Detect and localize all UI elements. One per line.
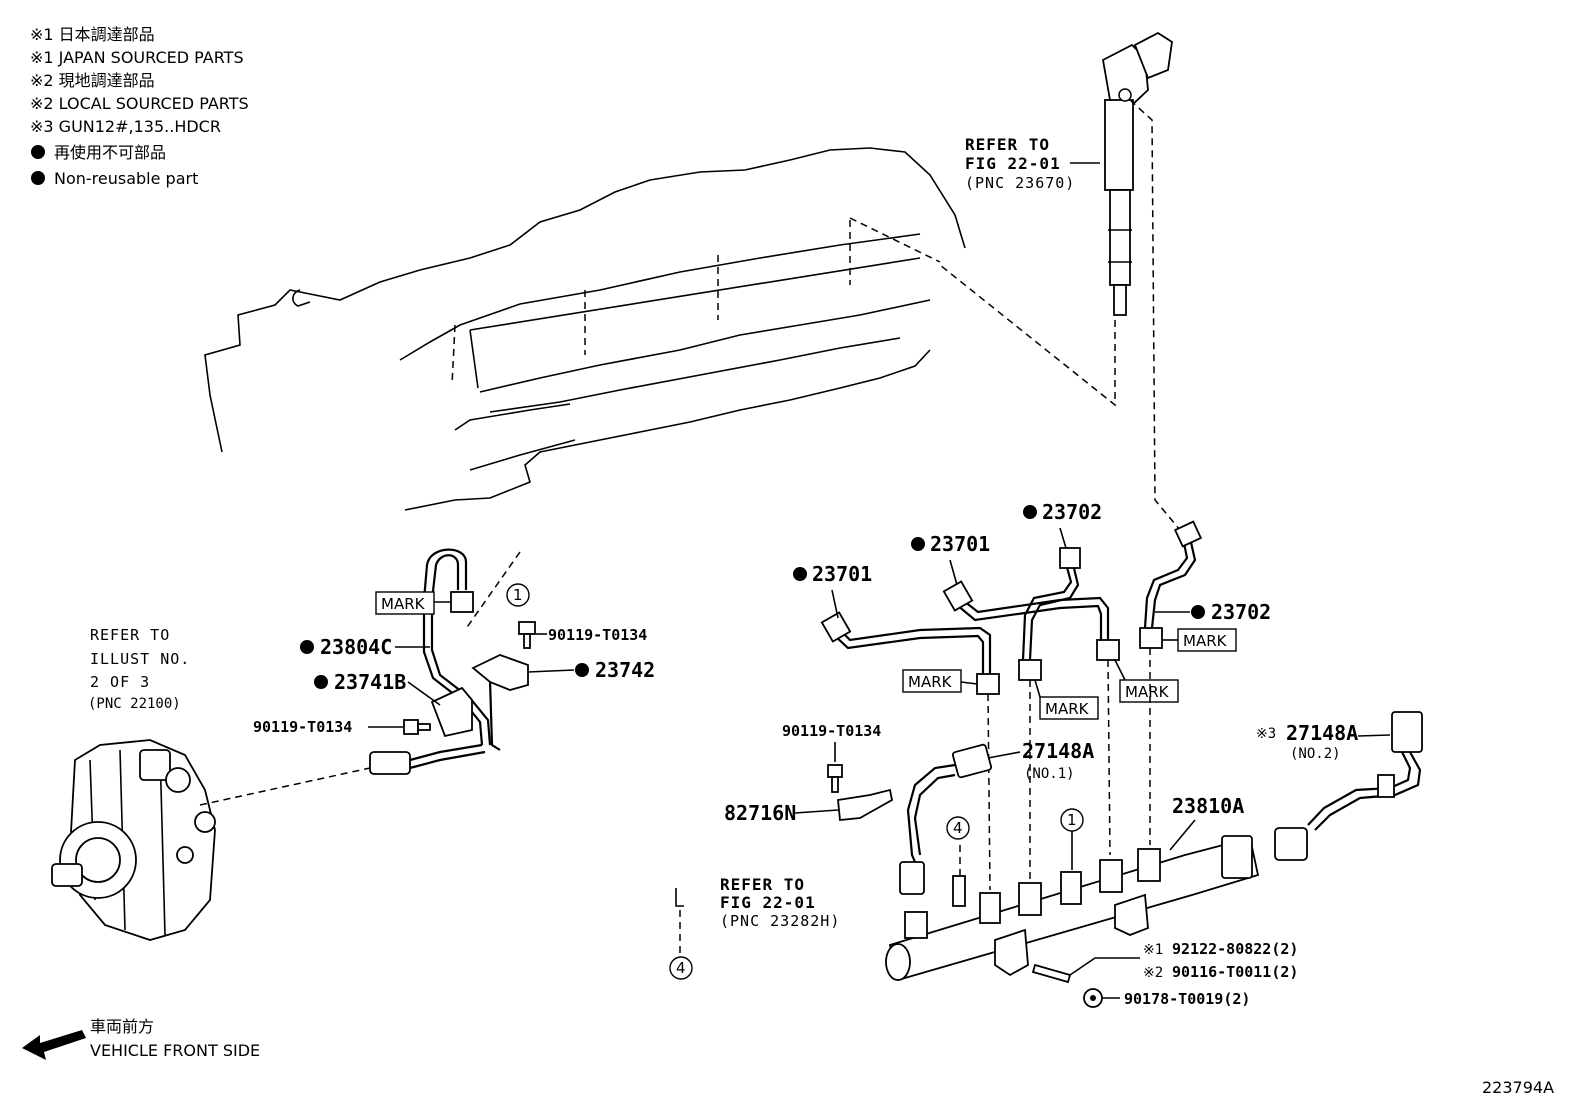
non-reusable-bullet-icon	[1191, 605, 1205, 619]
part-prefix-27148A-no2: ※3	[1256, 726, 1276, 742]
part-label-90116-T0011: 90116-T0011(2)	[1172, 963, 1298, 981]
pump-ref-line-4: (PNC 22100)	[88, 696, 181, 712]
legend-line-2: ※1 JAPAN SOURCED PARTS	[30, 48, 244, 67]
part-label-90119-T0134-b: 90119-T0134	[253, 718, 352, 736]
mark-box-2: MARK	[1034, 679, 1099, 720]
supply-pump	[51, 739, 216, 941]
part-sub-27148A-no1: (NO.1)	[1024, 766, 1075, 782]
legend-line-7: Non-reusable part	[54, 169, 198, 188]
front-label-en: VEHICLE FRONT SIDE	[90, 1041, 260, 1060]
injection-pipes	[820, 520, 1203, 695]
non-reusable-bullet-icon	[1023, 505, 1037, 519]
non-reusable-bullet-icon	[575, 663, 589, 677]
mark-box-4: MARK	[1162, 628, 1237, 652]
legend-line-6: 再使用不可部品	[54, 143, 166, 162]
mark-box-3: MARK	[1114, 659, 1179, 703]
non-reusable-bullet-icon	[793, 567, 807, 581]
part-label-90178-T0019: 90178-T0019(2)	[1124, 990, 1250, 1008]
bullet-icon	[31, 171, 45, 185]
mark-box-1: MARK	[902, 669, 978, 693]
part-label-23702-a: 23702	[1042, 500, 1102, 524]
pump-ref-line-2: ILLUST NO.	[90, 650, 190, 668]
legend: ※1 日本調達部品 ※1 JAPAN SOURCED PARTS ※2 現地調達…	[30, 25, 249, 188]
bracket-23742	[471, 654, 529, 691]
non-reusable-bullet-icon	[300, 640, 314, 654]
injector-ref-line-1: REFER TO	[965, 135, 1050, 154]
circle-ref-1-b: 1	[1060, 808, 1084, 870]
part-label-23701-b: 23701	[930, 532, 990, 556]
front-arrow-icon	[22, 1030, 86, 1060]
leader-stud	[1069, 957, 1140, 976]
common-rail-23810A	[885, 835, 1260, 982]
part-sub-27148A-no2: (NO.2)	[1290, 746, 1341, 762]
pipe-dashed-leader	[464, 551, 521, 631]
legend-line-1: ※1 日本調達部品	[30, 25, 155, 44]
nut	[1083, 988, 1103, 1008]
part-label-23810A: 23810A	[1172, 794, 1244, 818]
pipe-23804C	[369, 548, 501, 775]
mark-label: MARK	[1125, 683, 1170, 701]
pump-ref-line-1: REFER TO	[90, 626, 170, 644]
plug-ref-line-3: (PNC 23282H)	[720, 912, 840, 930]
part-label-90119-T0134-a: 90119-T0134	[548, 626, 647, 644]
mark-label: MARK	[1183, 632, 1228, 650]
bullet-icon	[31, 145, 45, 159]
part-label-23741B: 23741B	[334, 670, 406, 694]
plug-ref-line-2: FIG 22-01	[720, 893, 816, 912]
stud-bolt	[1031, 963, 1072, 984]
circle-ref-1-left: 1	[506, 583, 530, 607]
injector-return-dashed-leader	[1129, 99, 1181, 531]
bolt-90119-T0134-b	[403, 719, 431, 735]
legend-line-3: ※2 現地調達部品	[30, 71, 155, 90]
pump-refer-note: REFER TO ILLUST NO. 2 OF 3 (PNC 22100)	[88, 626, 190, 712]
part-label-23804C: 23804C	[320, 635, 392, 659]
vehicle-front-indicator: 車両前方 VEHICLE FRONT SIDE	[22, 1017, 260, 1060]
bolt-90119-T0134-c	[827, 764, 843, 793]
clamp-23741B	[430, 686, 473, 738]
pump-outlet-dashed-leader	[199, 767, 371, 806]
pump-ref-line-3: 2 OF 3	[90, 673, 150, 691]
legend-line-4: ※2 LOCAL SOURCED PARTS	[30, 94, 249, 113]
sensor-wire-no2	[1274, 711, 1423, 861]
injector-ref-line-2: FIG 22-01	[965, 154, 1061, 173]
circle-ref-label: 4	[953, 819, 963, 837]
circle-ref-label: 4	[676, 959, 686, 977]
part-label-92122-80822: 92122-80822(2)	[1172, 940, 1298, 958]
part-label-90119-T0134-c: 90119-T0134	[782, 722, 881, 740]
injector-ref-line-3: (PNC 23670)	[965, 174, 1075, 192]
part-label-82716N: 82716N	[724, 801, 796, 825]
leader-23810A	[1169, 819, 1196, 851]
non-reusable-bullet-icon	[911, 537, 925, 551]
mark-label: MARK	[1045, 700, 1090, 718]
part-prefix-90116: ※2	[1143, 965, 1163, 981]
plug-refer-note: REFER TO FIG 22-01 (PNC 23282H)	[675, 875, 840, 955]
circle-ref-4-b: 4	[669, 956, 693, 980]
front-label-jp: 車両前方	[90, 1017, 154, 1036]
clip-82716N	[837, 788, 894, 821]
part-label-23701-a: 23701	[812, 562, 872, 586]
pressure-sensor-wire-no1	[899, 743, 993, 895]
bolt-90119-T0134-a	[518, 621, 536, 649]
mark-label: MARK	[908, 673, 953, 691]
circle-ref-4-a: 4	[946, 816, 970, 840]
injector-refer-note: REFER TO FIG 22-01 (PNC 23670)	[965, 135, 1100, 192]
mark-box-left: MARK	[375, 591, 451, 615]
part-label-27148A-no2: 27148A	[1286, 721, 1358, 745]
part-prefix-92122: ※1	[1143, 942, 1163, 958]
part-label-23742: 23742	[595, 658, 655, 682]
engine-block-outline	[204, 147, 966, 511]
mark-label: MARK	[381, 595, 426, 613]
non-reusable-bullet-icon	[314, 675, 328, 689]
pipe-to-rail-dashed-leaders	[959, 648, 1151, 891]
circle-ref-label: 1	[1067, 811, 1077, 829]
plug-ref-line-1: REFER TO	[720, 875, 805, 894]
legend-line-5: ※3 GUN12#,135..HDCR	[30, 117, 221, 136]
injector-dashed-leader	[939, 264, 1116, 407]
fuel-injector	[1101, 31, 1173, 316]
part-label-27148A-no1: 27148A	[1022, 739, 1094, 763]
part-label-23702-b: 23702	[1211, 600, 1271, 624]
circle-ref-label: 1	[513, 586, 523, 604]
figure-id: 223794A	[1482, 1078, 1554, 1097]
